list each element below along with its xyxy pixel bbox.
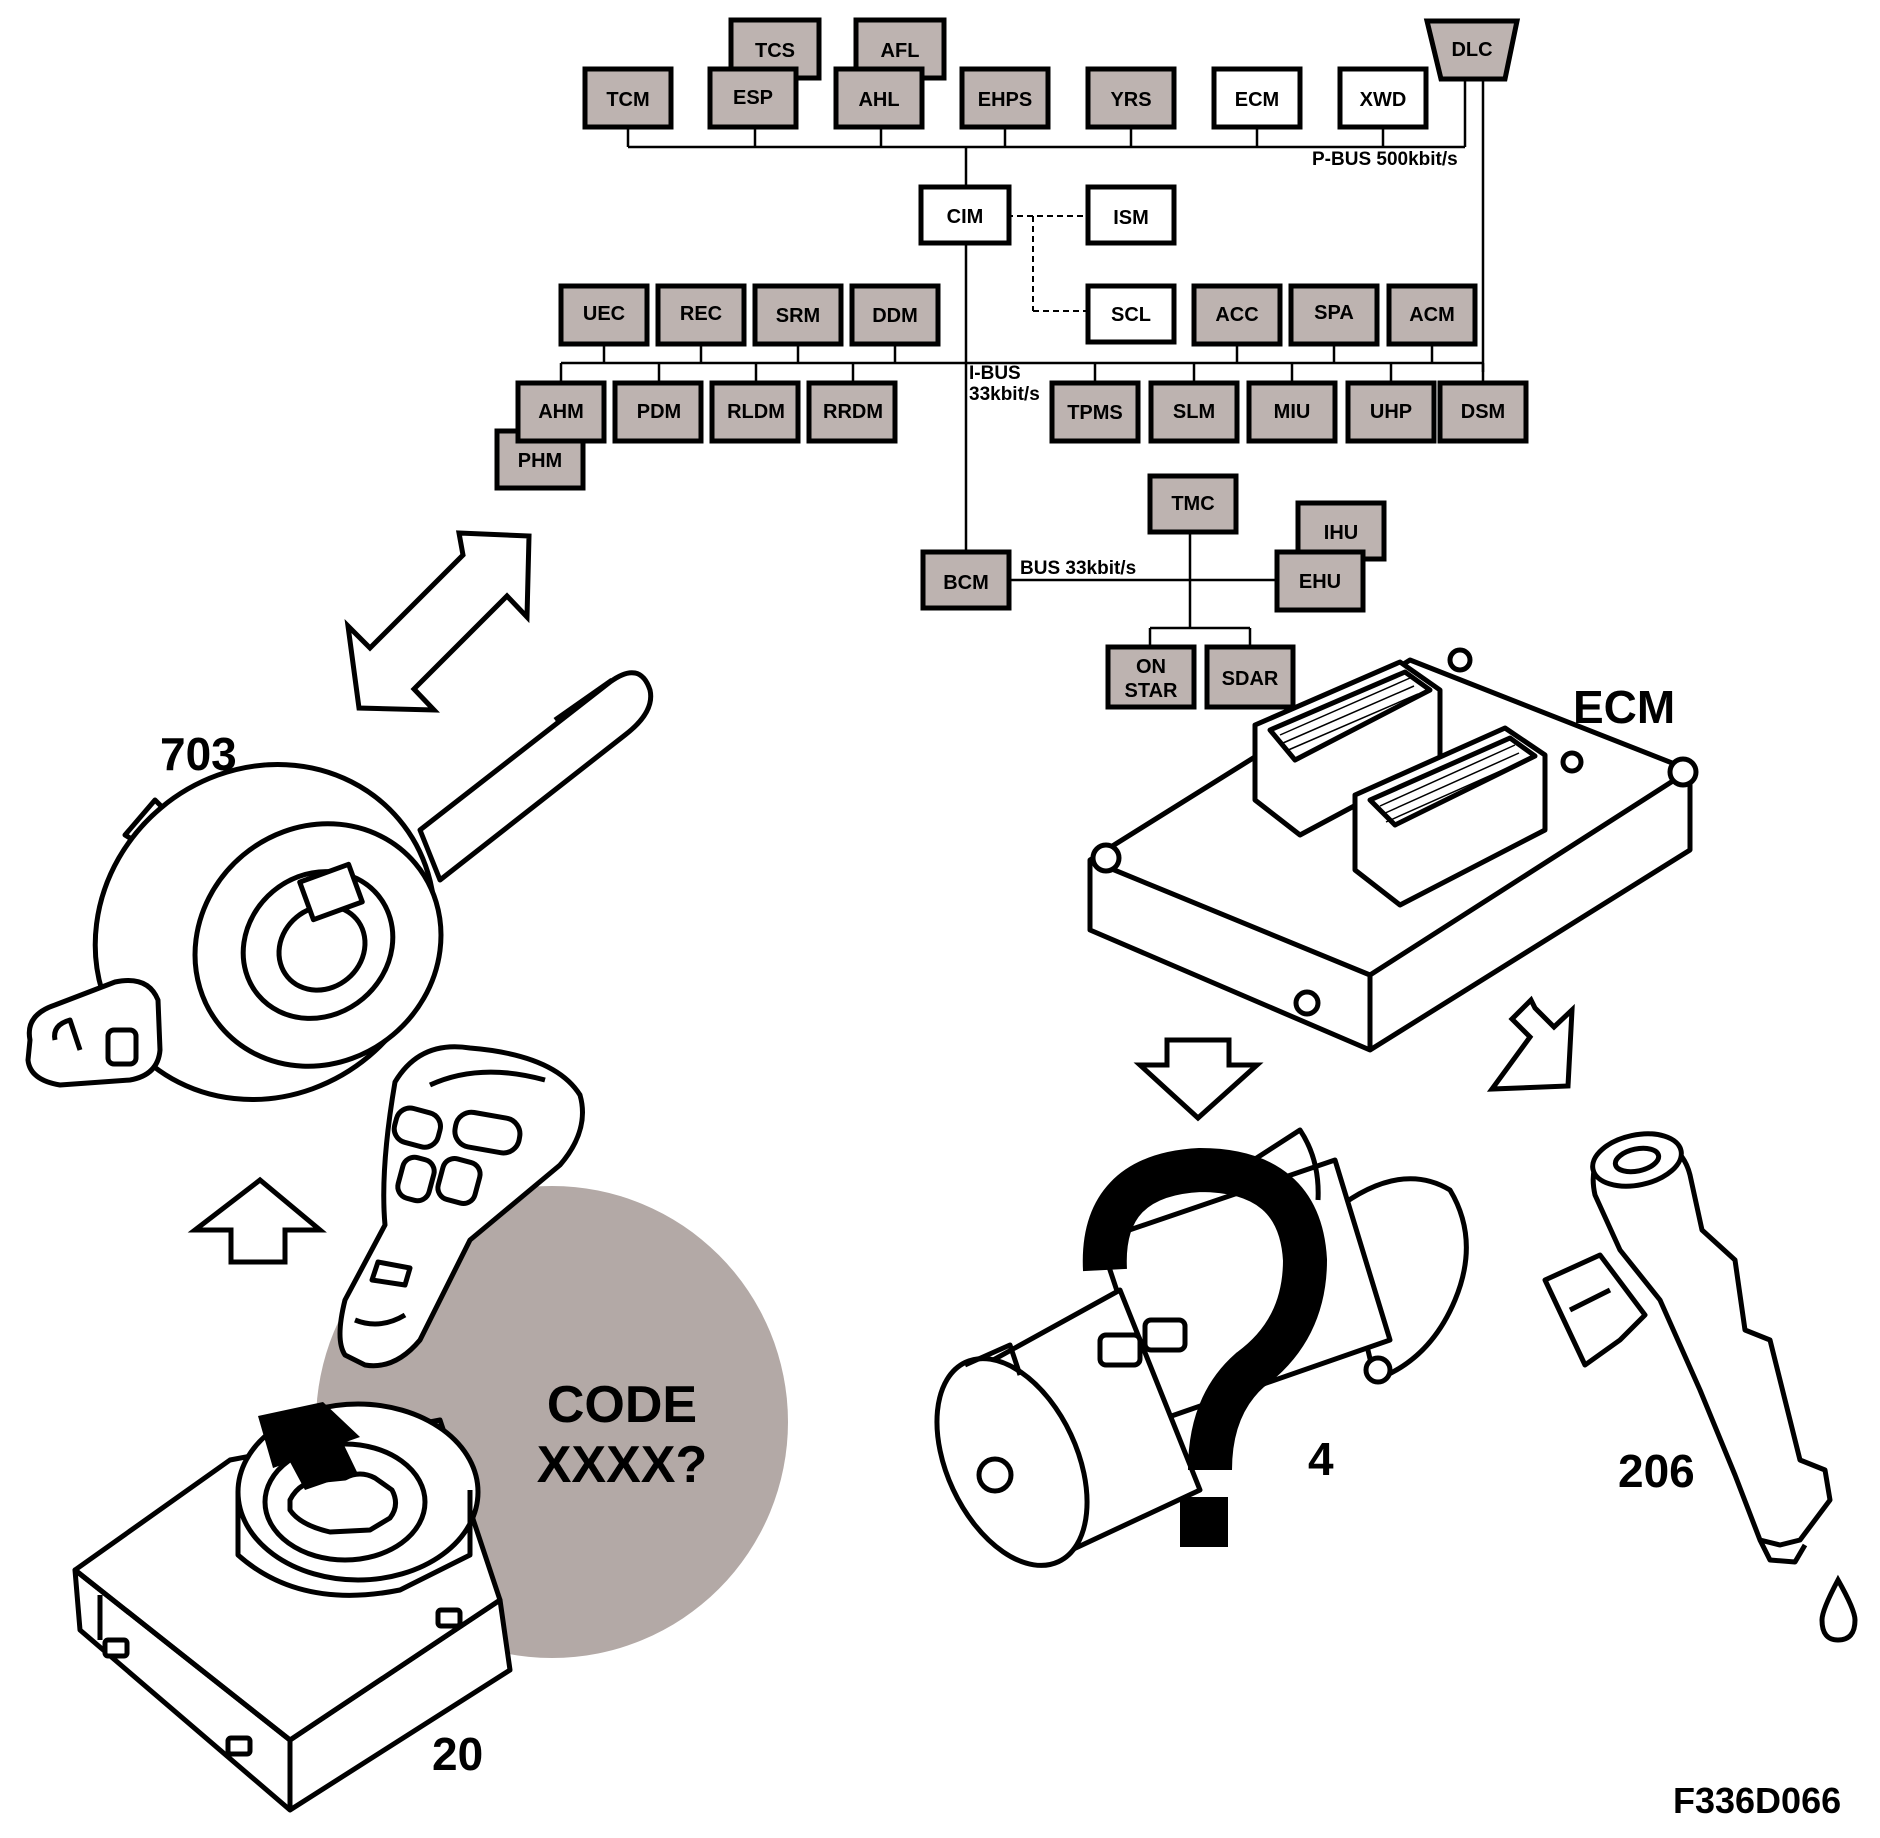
code-line-1: CODE xyxy=(547,1376,697,1434)
fuel-drop-icon xyxy=(1819,1574,1858,1643)
dashed-links xyxy=(1007,215,1086,312)
module-acc: ACC xyxy=(1215,304,1258,326)
module-ehps: EHPS xyxy=(978,89,1032,111)
ibus-label-line1: I-BUS xyxy=(969,363,1021,384)
module-rrdm: RRDM xyxy=(823,401,883,423)
module-onstar-line2: STAR xyxy=(1125,680,1179,702)
module-ahl: AHL xyxy=(858,89,899,111)
module-uec: UEC xyxy=(583,303,625,325)
module-tmc: TMC xyxy=(1171,493,1214,515)
module-scl: SCL xyxy=(1111,304,1151,326)
module-afl: AFL xyxy=(881,40,920,62)
injector-illustration xyxy=(1542,1131,1833,1565)
label-ecm: ECM xyxy=(1573,681,1675,733)
module-dsm: DSM xyxy=(1461,401,1505,423)
module-tcm: TCM xyxy=(606,89,649,111)
module-sdar: SDAR xyxy=(1222,668,1279,690)
key-fob-illustration xyxy=(337,1044,585,1369)
module-cim: CIM xyxy=(947,206,984,228)
ecm-connector-pins xyxy=(1279,677,1524,823)
module-spa: SPA xyxy=(1314,302,1354,324)
module-pdm: PDM xyxy=(637,401,681,423)
module-bcm: BCM xyxy=(943,572,989,594)
down-arrow-to-starter-icon xyxy=(1133,1037,1264,1122)
module-ehu: EHU xyxy=(1299,571,1341,593)
module-dlc: DLC xyxy=(1451,39,1492,61)
label-4: 4 xyxy=(1308,1433,1334,1485)
ibus-label-line2: 33kbit/s xyxy=(969,384,1040,405)
module-ddm: DDM xyxy=(872,305,918,327)
bus-wiring xyxy=(559,80,1485,647)
module-ihu: IHU xyxy=(1324,522,1358,544)
module-boxes xyxy=(494,17,1529,710)
module-ecm: ECM xyxy=(1235,89,1279,111)
module-ism: ISM xyxy=(1113,207,1149,229)
module-labels: TCS AFL DLC TCM ESP AHL EHPS YRS ECM XWD… xyxy=(518,39,1505,702)
question-mark-icon xyxy=(1082,1147,1328,1547)
module-onstar-line1: ON xyxy=(1136,656,1166,678)
code-line-2: XXXX? xyxy=(537,1436,708,1494)
down-arrow-icon xyxy=(258,1402,360,1490)
figure-id: F336D066 xyxy=(1673,1780,1841,1821)
module-esp: ESP xyxy=(733,87,773,109)
module-yrs: YRS xyxy=(1110,89,1151,111)
module-uhp: UHP xyxy=(1370,401,1412,423)
module-tpms: TPMS xyxy=(1067,402,1123,424)
label-20: 20 xyxy=(432,1728,483,1780)
module-rec: REC xyxy=(680,303,722,325)
module-tcs: TCS xyxy=(755,40,795,62)
pbus-label: P-BUS 500kbit/s xyxy=(1312,149,1458,170)
module-ahm: AHM xyxy=(538,401,584,423)
module-miu: MIU xyxy=(1274,401,1311,423)
steering-switch-illustration xyxy=(25,670,654,1102)
double-arrow-icon xyxy=(344,530,532,713)
module-slm: SLM xyxy=(1173,401,1215,423)
diagonal-arrow-to-injector-icon xyxy=(1486,995,1575,1092)
ecm-unit-illustration xyxy=(1087,647,1699,1053)
module-xwd: XWD xyxy=(1360,89,1407,111)
module-srm: SRM xyxy=(776,305,820,327)
module-phm: PHM xyxy=(518,450,562,472)
bus-33k-label: BUS 33kbit/s xyxy=(1020,558,1136,579)
module-acm: ACM xyxy=(1409,304,1455,326)
module-rldm: RLDM xyxy=(727,401,785,423)
label-206: 206 xyxy=(1618,1445,1695,1497)
label-703: 703 xyxy=(160,728,237,780)
up-arrow-icon xyxy=(187,1176,327,1265)
